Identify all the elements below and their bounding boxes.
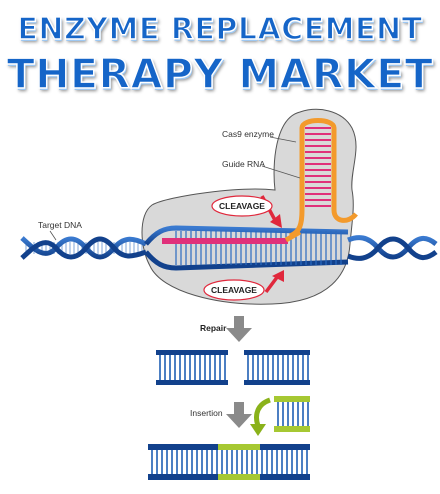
insertion-arrow — [226, 402, 252, 428]
cas9-label: Cas9 enzyme — [222, 129, 274, 139]
insertion-label: Insertion — [190, 408, 223, 418]
title-line-1: ENZYME REPLACEMENT — [17, 11, 423, 48]
dna-helix-right — [347, 235, 438, 261]
curved-green-arrow — [250, 397, 271, 436]
repair-label: Repair — [200, 323, 227, 333]
cleavage-badge-bottom: CLEAVAGE — [203, 279, 265, 301]
guide-rna — [162, 118, 358, 244]
dna-fragment-left — [156, 350, 228, 385]
svg-text:CLEAVAGE: CLEAVAGE — [219, 201, 265, 211]
dna-opened-strands — [144, 225, 349, 271]
dna-fragment-right — [244, 350, 310, 385]
insert-dna-fragment — [274, 396, 310, 432]
repair-arrow — [226, 316, 252, 342]
dna-repaired — [148, 444, 310, 480]
title-line-2: THERAPY MARKET — [6, 49, 434, 99]
cleavage-badge-top: CLEAVAGE — [211, 195, 273, 217]
dna-helix-left — [20, 236, 148, 260]
guide-rna-label: Guide RNA — [222, 159, 265, 169]
cleavage-arrow-bottom — [264, 274, 280, 294]
svg-text:CLEAVAGE: CLEAVAGE — [211, 285, 257, 295]
target-dna-label: Target DNA — [38, 220, 82, 230]
